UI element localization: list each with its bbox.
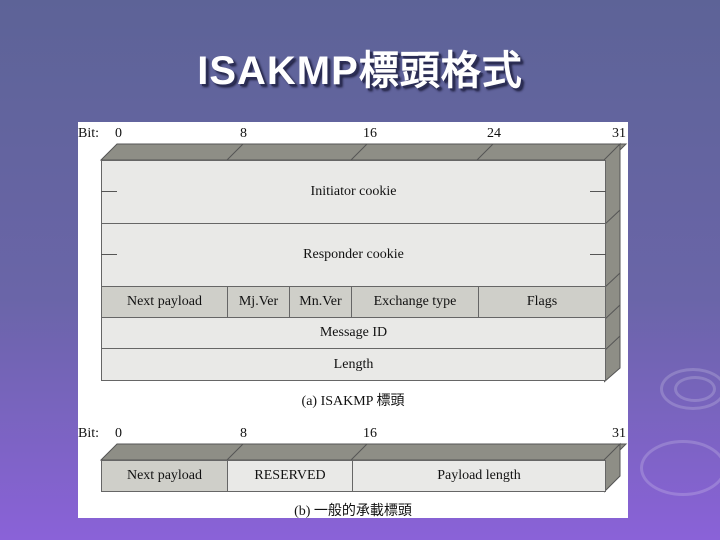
cookie-tick-left <box>101 191 117 192</box>
caption-b: (b) 一般的承載標頭 <box>294 504 412 519</box>
bit-8: 8 <box>240 426 247 441</box>
flags-field: Flags <box>478 286 606 318</box>
mn-ver-field: Mn.Ver <box>289 286 352 318</box>
bit-16: 16 <box>363 126 377 141</box>
cookie-tick-right <box>590 254 606 255</box>
slide-title: ISAKMP標頭格式 <box>197 49 523 93</box>
mj-ver-field: Mj.Ver <box>227 286 290 318</box>
diagram-a-top-face <box>100 143 628 161</box>
bit-31: 31 <box>612 126 626 141</box>
bit-31: 31 <box>612 426 626 441</box>
diagram-b-top-face <box>100 443 628 461</box>
caption-a: (a) ISAKMP 標頭 <box>301 394 405 409</box>
responder-cookie-field: Responder cookie <box>101 223 606 287</box>
initiator-cookie-field: Initiator cookie <box>101 160 606 224</box>
bit-row-a: Bit: 0 8 16 24 31 <box>78 126 628 142</box>
bit-8: 8 <box>240 126 247 141</box>
decorative-swirl <box>674 376 716 402</box>
payload-length-field: Payload length <box>352 460 606 492</box>
diagram-a-side-face <box>604 142 621 383</box>
message-id-field: Message ID <box>101 317 606 349</box>
decorative-swirl <box>660 368 720 410</box>
bit-label: Bit: <box>78 426 100 441</box>
decorative-swirl <box>640 440 720 496</box>
bit-24: 24 <box>487 126 501 141</box>
reserved-field: RESERVED <box>227 460 353 492</box>
bit-16: 16 <box>363 426 377 441</box>
bit-0: 0 <box>115 426 122 441</box>
next-payload-field-b: Next payload <box>101 460 228 492</box>
cookie-tick-left <box>101 254 117 255</box>
diagram-b-side-face <box>604 442 621 493</box>
diagram-panel: Bit: 0 8 16 24 31 Initiator cookie Respo… <box>78 122 628 519</box>
bit-row-b: Bit: 0 8 16 31 <box>78 426 628 442</box>
next-payload-field: Next payload <box>101 286 228 318</box>
exchange-type-field: Exchange type <box>351 286 479 318</box>
length-field: Length <box>101 348 606 381</box>
bit-0: 0 <box>115 126 122 141</box>
bit-label: Bit: <box>78 126 100 141</box>
cookie-tick-right <box>590 191 606 192</box>
